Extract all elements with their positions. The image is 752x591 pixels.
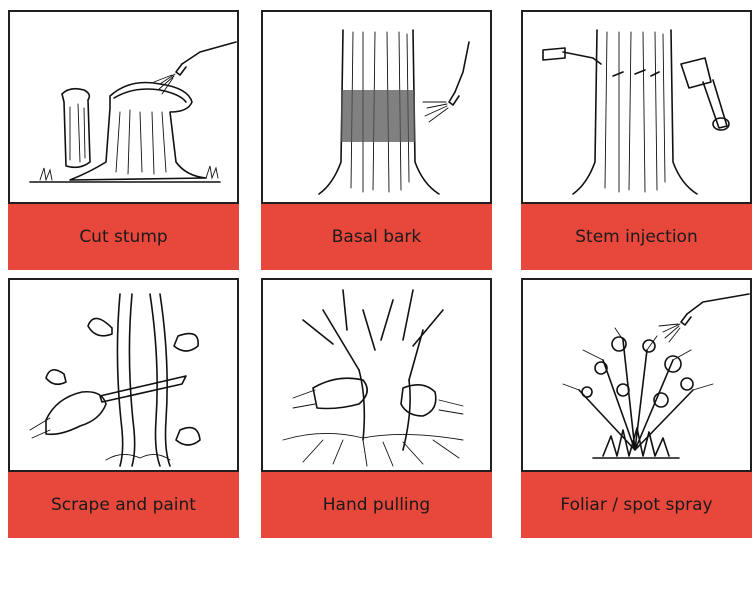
- stem-injection-illustration: [521, 10, 752, 204]
- caption-foliar-spot-spray: Foliar / spot spray: [521, 472, 752, 538]
- basal-bark-illustration: [261, 10, 492, 204]
- caption-hand-pulling: Hand pulling: [261, 472, 492, 538]
- hand-pulling-illustration: [261, 278, 492, 472]
- foliar-spray-illustration: [521, 278, 752, 472]
- caption-cut-stump: Cut stump: [8, 204, 239, 270]
- caption-basal-bark: Basal bark: [261, 204, 492, 270]
- scrape-and-paint-illustration: [8, 278, 239, 472]
- cut-stump-illustration: [8, 10, 239, 204]
- caption-scrape-and-paint: Scrape and paint: [8, 472, 239, 538]
- caption-stem-injection: Stem injection: [521, 204, 752, 270]
